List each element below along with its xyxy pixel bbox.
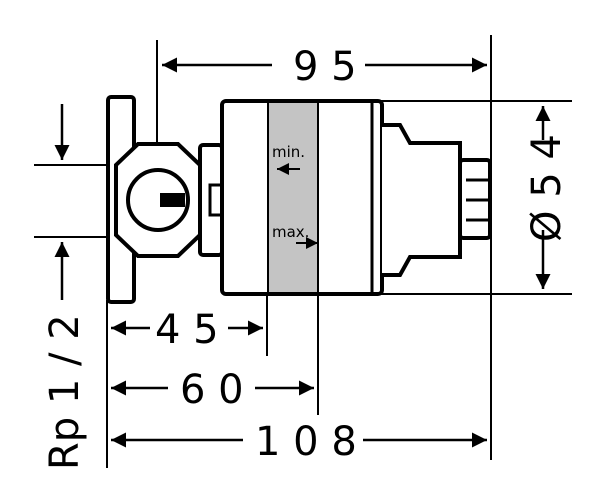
dim-60-label: 6 0 <box>180 367 244 413</box>
adjustment-band <box>268 103 318 292</box>
dim-45-label: 4 5 <box>155 307 219 353</box>
extension-lines <box>34 35 572 468</box>
dim-108-label: 1 0 8 <box>255 419 357 465</box>
dim-54-label: Ø 5 4 <box>524 134 570 242</box>
max-marker: max. <box>272 223 318 249</box>
dim-rp-label: Rp 1 / 2 <box>42 314 88 470</box>
min-marker: min. <box>272 143 305 175</box>
svg-text:min.: min. <box>272 143 305 161</box>
cartridge-spindle <box>382 123 492 277</box>
dimension-lines <box>54 57 551 448</box>
inlet-bore <box>126 168 190 232</box>
dim-95-label: 9 5 <box>293 44 357 90</box>
valve-body <box>106 95 384 304</box>
svg-text:max.: max. <box>272 223 309 241</box>
